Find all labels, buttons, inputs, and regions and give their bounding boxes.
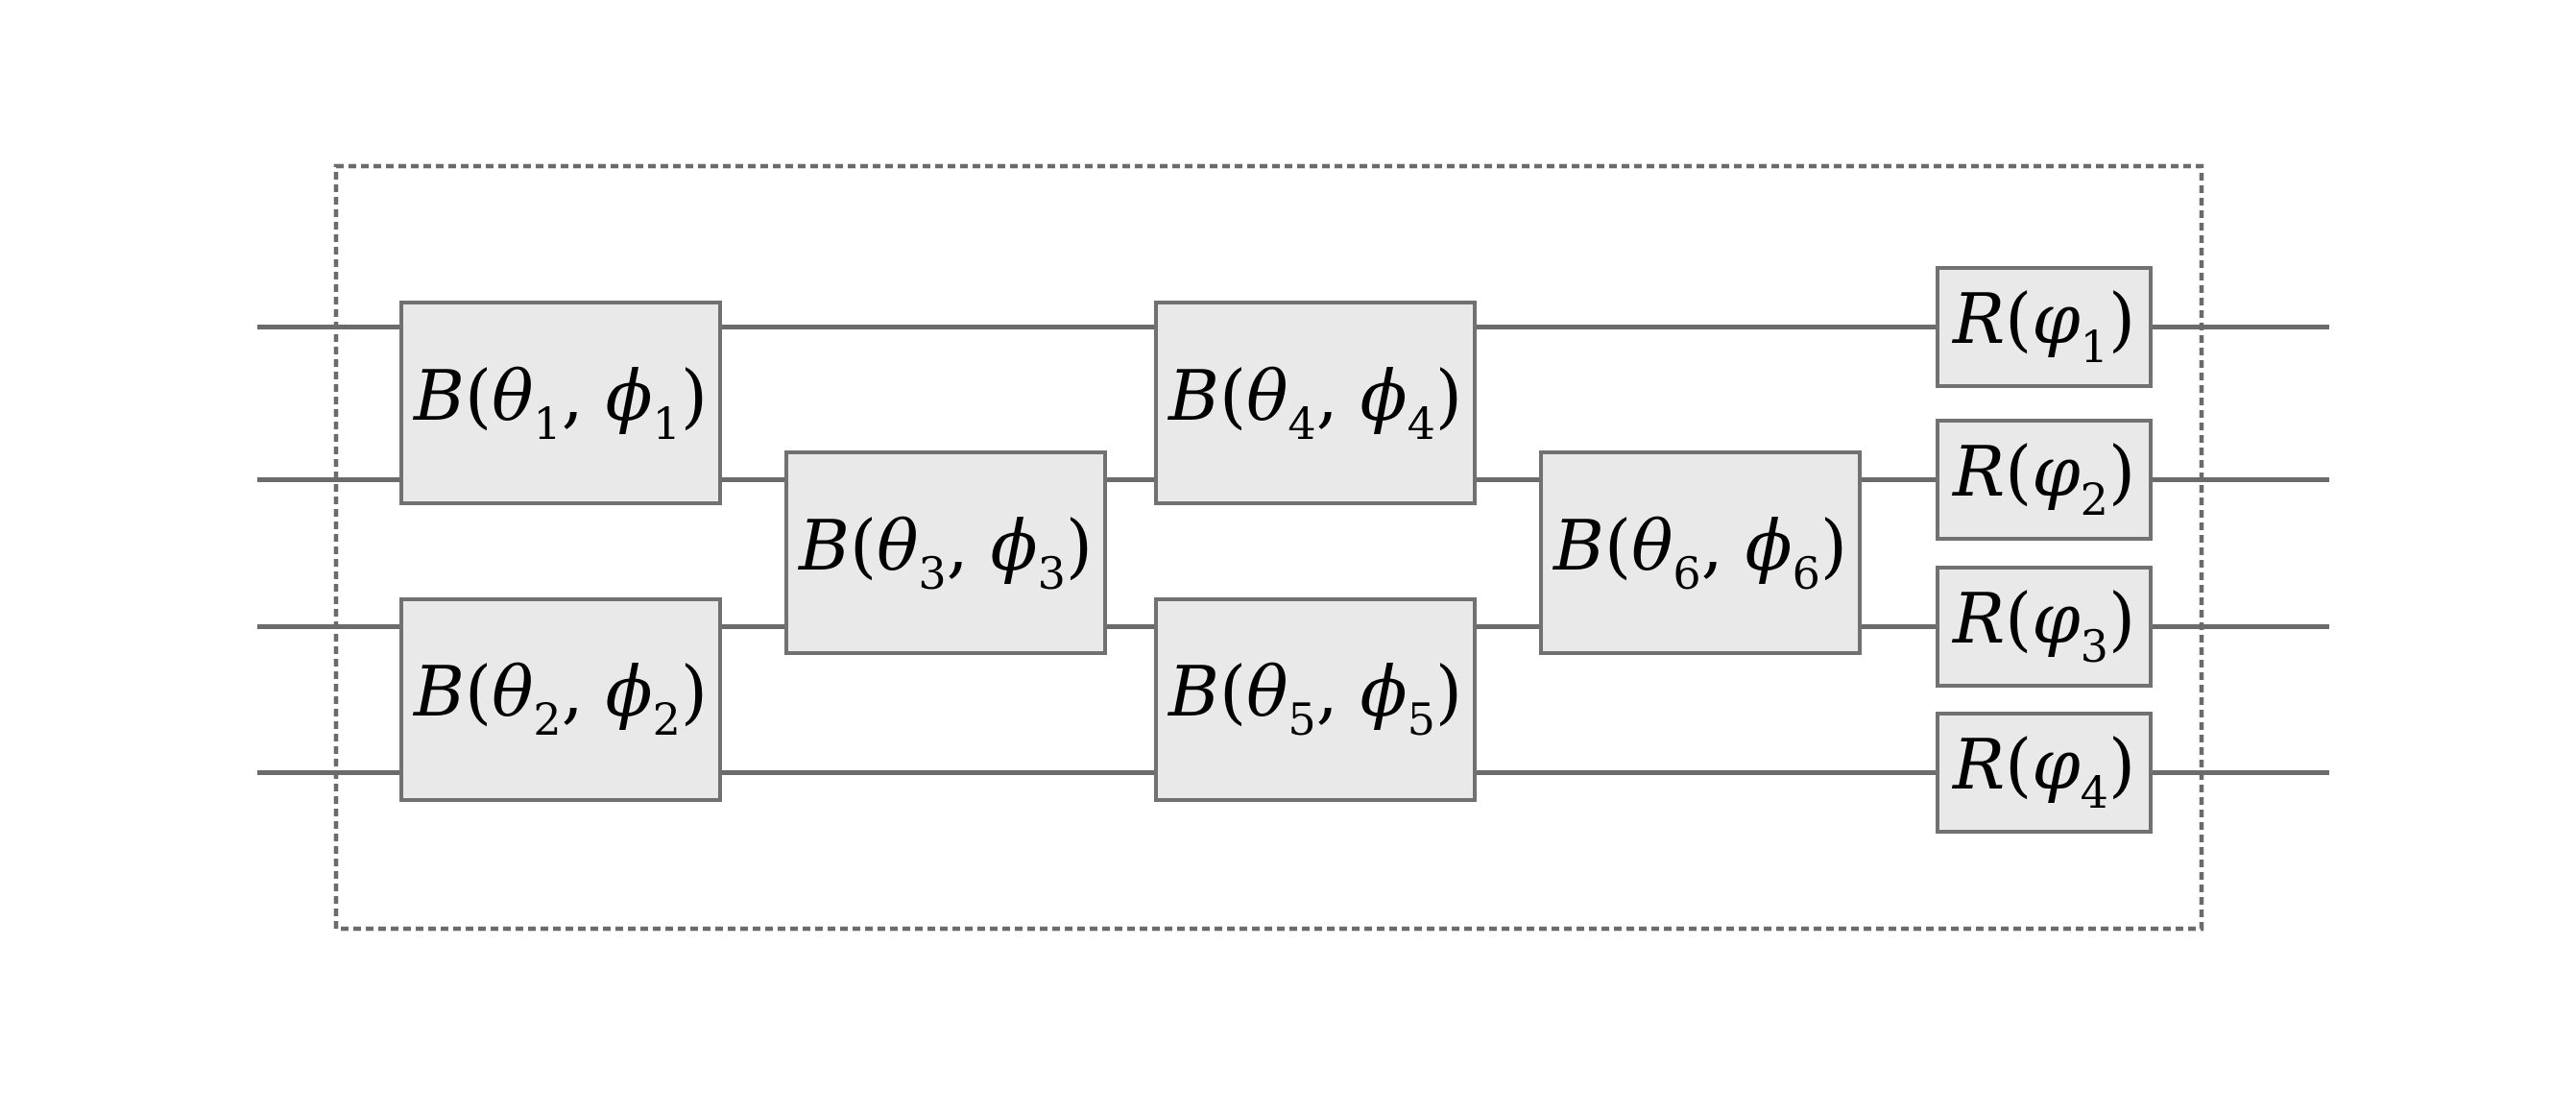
rotation-gate-r4: R(φ4) [1936, 711, 2153, 834]
gate-name: B [799, 504, 850, 586]
gate-label: B(θ5, ϕ5) [1168, 657, 1462, 741]
param-subscript: 5 [1407, 693, 1435, 745]
param-symbol: θ [1246, 651, 1288, 732]
param-subscript: 4 [2080, 766, 2108, 818]
param-subscript: 2 [652, 693, 681, 745]
param-subscript: 2 [2080, 473, 2108, 525]
param-subscript: 1 [533, 397, 562, 449]
beamsplitter-gate-b6: B(θ6, ϕ6) [1539, 450, 1862, 655]
gate-name: R [1952, 724, 2006, 805]
open-paren: ( [464, 651, 493, 732]
separator: , [561, 651, 606, 732]
param-symbol: θ [1631, 504, 1673, 586]
param-subscript: 3 [918, 546, 947, 599]
param-subscript: 4 [1407, 397, 1435, 449]
gate-name: R [1952, 431, 2006, 512]
close-paren: ) [2107, 431, 2136, 512]
param-symbol: φ [2032, 724, 2081, 805]
close-paren: ) [1819, 504, 1847, 586]
open-paren: ( [1218, 354, 1247, 436]
param-subscript: 4 [1288, 397, 1316, 449]
param-subscript: 6 [1792, 546, 1820, 599]
open-paren: ( [2005, 279, 2033, 359]
separator: , [1315, 354, 1360, 436]
gate-name: B [1168, 651, 1219, 732]
open-paren: ( [2005, 578, 2033, 659]
separator: , [946, 504, 991, 586]
gate-label: R(φ1) [1953, 284, 2135, 369]
close-paren: ) [680, 354, 708, 436]
gate-name: B [1553, 504, 1604, 586]
param-symbol: φ [2032, 431, 2081, 512]
beamsplitter-gate-b2: B(θ2, ϕ2) [399, 596, 722, 802]
param-symbol: ϕ [1360, 354, 1408, 436]
open-paren: ( [1218, 651, 1247, 732]
gate-label: B(θ2, ϕ2) [414, 657, 708, 741]
rotation-gate-r1: R(φ1) [1936, 265, 2153, 388]
param-symbol: ϕ [990, 504, 1038, 586]
param-symbol: θ [1246, 354, 1288, 436]
param-subscript: 1 [2080, 321, 2108, 373]
open-paren: ( [2005, 724, 2033, 805]
close-paren: ) [1434, 651, 1462, 732]
close-paren: ) [2107, 578, 2136, 659]
gate-label: B(θ3, ϕ3) [799, 511, 1093, 595]
param-symbol: θ [492, 354, 534, 436]
beamsplitter-gate-b4: B(θ4, ϕ4) [1154, 301, 1477, 505]
param-symbol: ϕ [605, 651, 653, 732]
param-subscript: 3 [2080, 620, 2108, 672]
gate-name: R [1952, 279, 2006, 359]
close-paren: ) [1065, 504, 1093, 586]
open-paren: ( [2005, 431, 2033, 512]
param-symbol: θ [877, 504, 919, 586]
gate-label: R(φ3) [1953, 584, 2135, 668]
close-paren: ) [2107, 724, 2136, 805]
rotation-gate-r3: R(φ3) [1936, 565, 2153, 688]
gate-name: R [1952, 578, 2006, 659]
close-paren: ) [2107, 279, 2136, 359]
gate-name: B [414, 354, 465, 436]
gate-label: B(θ1, ϕ1) [414, 361, 708, 446]
param-symbol: φ [2032, 279, 2081, 359]
rotation-gate-r2: R(φ2) [1936, 418, 2153, 541]
gate-label: B(θ4, ϕ4) [1168, 361, 1462, 446]
beamsplitter-gate-b1: B(θ1, ϕ1) [399, 301, 722, 505]
param-symbol: ϕ [605, 354, 653, 436]
gate-name: B [1168, 354, 1219, 436]
close-paren: ) [680, 651, 708, 732]
param-symbol: θ [492, 651, 534, 732]
param-subscript: 6 [1673, 546, 1701, 599]
open-paren: ( [849, 504, 878, 586]
param-symbol: φ [2032, 578, 2081, 659]
param-symbol: ϕ [1745, 504, 1793, 586]
param-subscript: 1 [652, 397, 681, 449]
beamsplitter-gate-b5: B(θ5, ϕ5) [1154, 596, 1477, 802]
beamsplitter-gate-b3: B(θ3, ϕ3) [784, 450, 1107, 655]
separator: , [1315, 651, 1360, 732]
param-subscript: 2 [533, 693, 562, 745]
close-paren: ) [1434, 354, 1462, 436]
gate-label: B(θ6, ϕ6) [1553, 511, 1847, 595]
param-subscript: 5 [1288, 693, 1316, 745]
separator: , [561, 354, 606, 436]
gate-name: B [414, 651, 465, 732]
open-paren: ( [1603, 504, 1632, 586]
param-symbol: ϕ [1360, 651, 1408, 732]
gate-label: R(φ4) [1953, 730, 2135, 814]
gate-label: R(φ2) [1953, 437, 2135, 522]
param-subscript: 3 [1037, 546, 1066, 599]
open-paren: ( [464, 354, 493, 436]
separator: , [1700, 504, 1745, 586]
